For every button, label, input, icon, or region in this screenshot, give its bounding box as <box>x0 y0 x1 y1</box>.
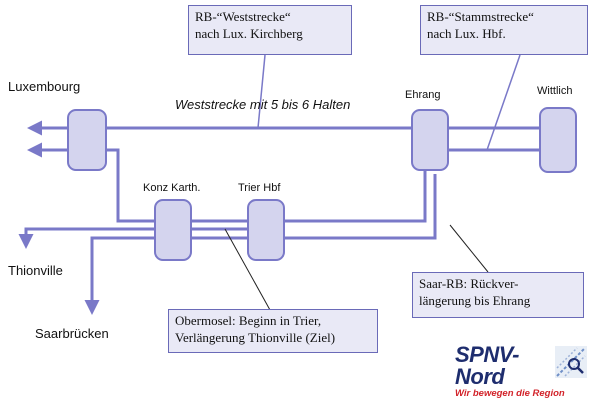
station-box-ehrang <box>411 109 449 171</box>
station-box-wittlich <box>539 107 577 173</box>
note-stammstrecke: RB-“Stammstrecke“ nach Lux. Hbf. <box>420 5 588 55</box>
spnv-nord-logo: SPNV-Nord Wir bewegen die Region <box>455 344 565 400</box>
callout-line-saar <box>449 224 489 273</box>
note-weststrecke-line2: nach Lux. Kirchberg <box>195 26 303 41</box>
note-saar-rb: Saar-RB: Rückver- längerung bis Ehrang <box>412 272 584 318</box>
station-label-saarbruecken: Saarbrücken <box>35 326 109 341</box>
station-label-luxembourg: Luxembourg <box>8 79 81 94</box>
callout-line-stammstrecke <box>486 54 521 151</box>
note-stammstrecke-line1: RB-“Stammstrecke“ <box>427 9 534 24</box>
note-saar-line2: längerung bis Ehrang <box>419 293 531 308</box>
note-saar-line1: Saar-RB: Rückver- <box>419 276 519 291</box>
route-label: Weststrecke mit 5 bis 6 Halten <box>175 97 351 112</box>
station-label-konz: Konz Karth. <box>143 182 201 194</box>
note-weststrecke: RB-“Weststrecke“ nach Lux. Kirchberg <box>188 5 352 55</box>
note-stammstrecke-line2: nach Lux. Hbf. <box>427 26 506 41</box>
note-obermosel-line1: Obermosel: Beginn in Trier, <box>175 313 322 328</box>
note-obermosel-line2: Verlängerung Thionville (Ziel) <box>175 330 336 345</box>
station-label-wittlich: Wittlich <box>537 85 573 97</box>
station-label-trier: Trier Hbf <box>238 182 281 194</box>
callout-line-weststrecke <box>257 54 266 129</box>
station-label-ehrang: Ehrang <box>405 89 441 101</box>
note-weststrecke-line1: RB-“Weststrecke“ <box>195 9 291 24</box>
station-label-thionville: Thionville <box>8 263 63 278</box>
spnv-logo-icon <box>555 346 587 378</box>
note-obermosel: Obermosel: Beginn in Trier, Verlängerung… <box>168 309 378 353</box>
station-box-trier <box>247 199 285 261</box>
logo-title: SPNV-Nord <box>455 342 519 389</box>
rail-network-diagram <box>18 54 577 315</box>
station-box-konz <box>154 199 192 261</box>
callout-line-obermosel <box>224 228 271 311</box>
station-box-luxembourg <box>67 109 107 171</box>
logo-subtitle: Wir bewegen die Region <box>455 388 565 399</box>
